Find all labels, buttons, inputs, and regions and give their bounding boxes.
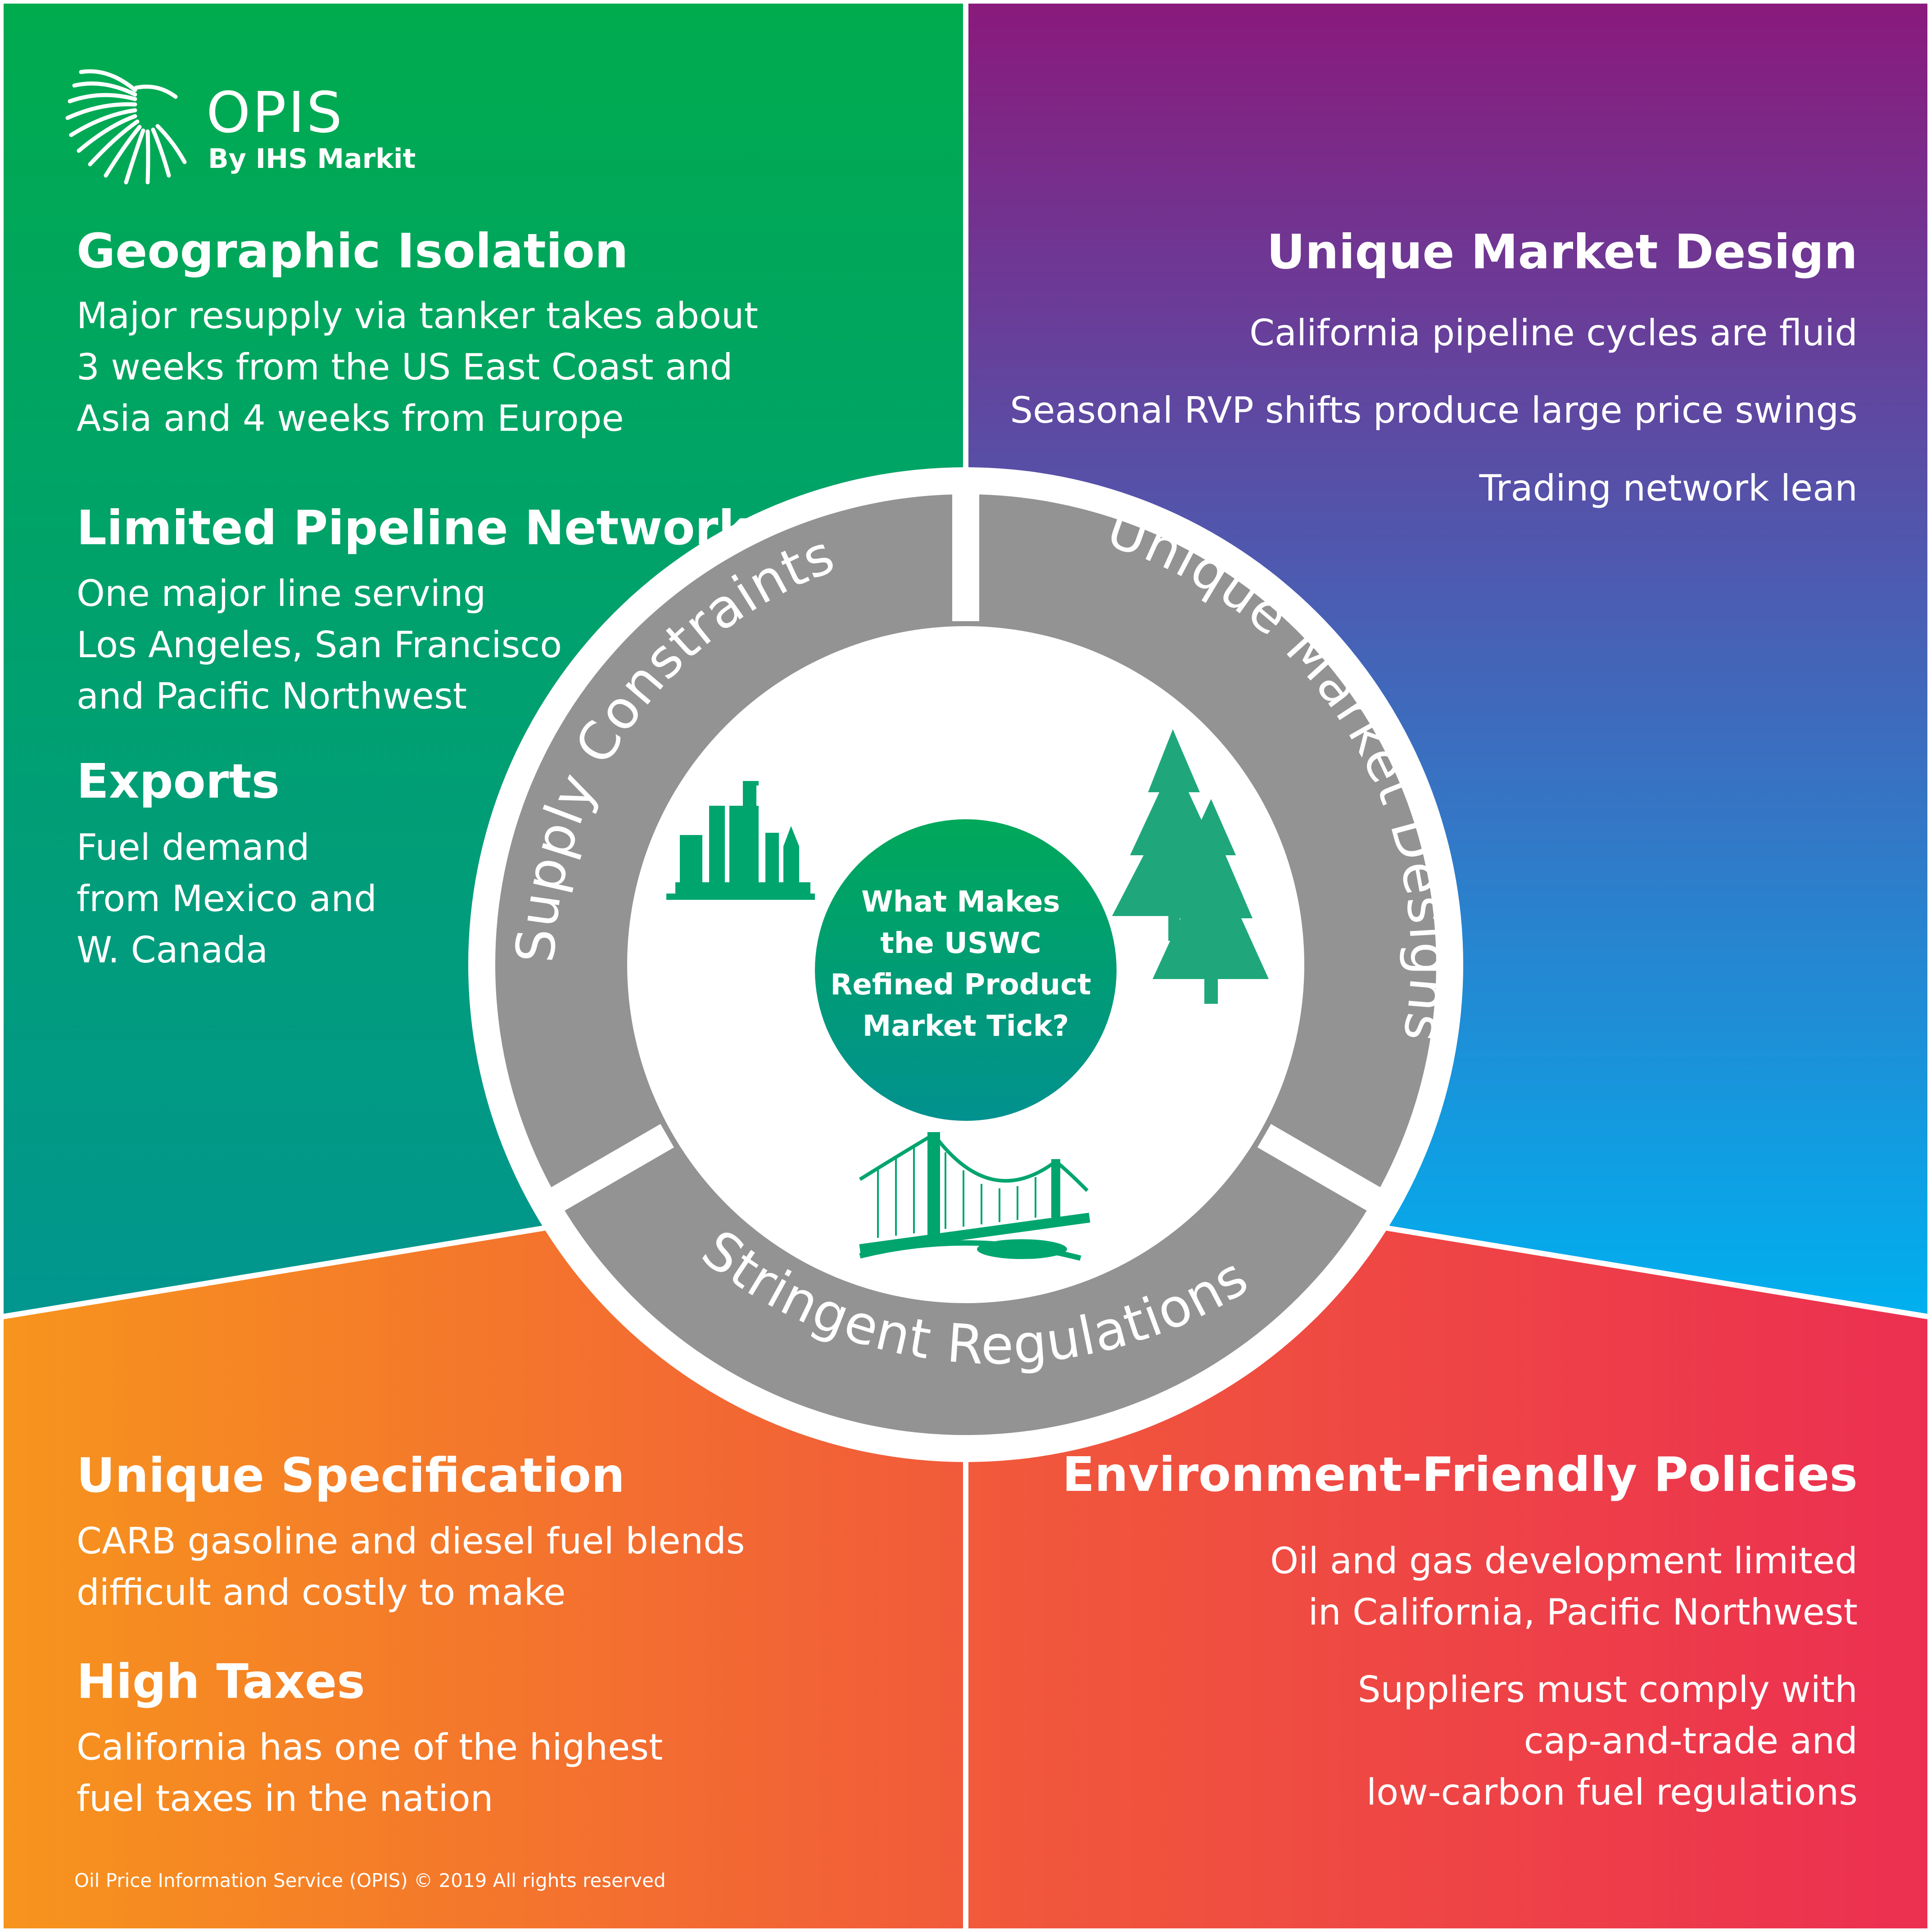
body-high-taxes: California has one of the highest fuel t…: [77, 1726, 663, 1819]
item-trading-network: Trading network lean: [1479, 467, 1858, 509]
opis-logo-icon: [65, 69, 187, 185]
body-limited-pipeline: One major line serving Los Angeles, San …: [77, 573, 562, 717]
center-question-circle: [815, 819, 1117, 1121]
refinery-icon: [666, 781, 815, 900]
footer-copyright: Oil Price Information Service (OPIS) © 2…: [74, 1869, 666, 1891]
opis-logo-wordmark: OPIS: [206, 80, 344, 145]
heading-unique-specification: Unique Specification: [77, 1448, 625, 1503]
item-suppliers-comply: Suppliers must comply with cap-and-trade…: [1357, 1669, 1858, 1813]
heading-high-taxes: High Taxes: [77, 1654, 365, 1709]
body-unique-specification: CARB gasoline and diesel fuel blends dif…: [77, 1520, 745, 1613]
heading-environment-friendly: Environment-Friendly Policies: [1062, 1447, 1858, 1502]
body-geographic-isolation: Major resupply via tanker takes about 3 …: [77, 295, 758, 439]
bridge-icon: [859, 1132, 1090, 1261]
heading-limited-pipeline: Limited Pipeline Network: [77, 501, 750, 555]
item-seasonal-rvp: Seasonal RVP shifts produce large price …: [1010, 389, 1858, 431]
heading-unique-market-design: Unique Market Design: [1266, 225, 1858, 280]
heading-exports: Exports: [77, 754, 280, 809]
trees-icon: [1112, 729, 1269, 1004]
item-oil-gas-development: Oil and gas development limited in Calif…: [1270, 1540, 1858, 1633]
heading-geographic-isolation: Geographic Isolation: [77, 224, 629, 279]
body-exports: Fuel demand from Mexico and W. Canada: [77, 826, 377, 971]
item-pipeline-cycles: California pipeline cycles are fluid: [1249, 312, 1858, 354]
center-question-text: What Makes the USWC Refined Product Mark…: [830, 885, 1101, 1043]
opis-logo-subtitle: By IHS Markit: [208, 143, 416, 175]
